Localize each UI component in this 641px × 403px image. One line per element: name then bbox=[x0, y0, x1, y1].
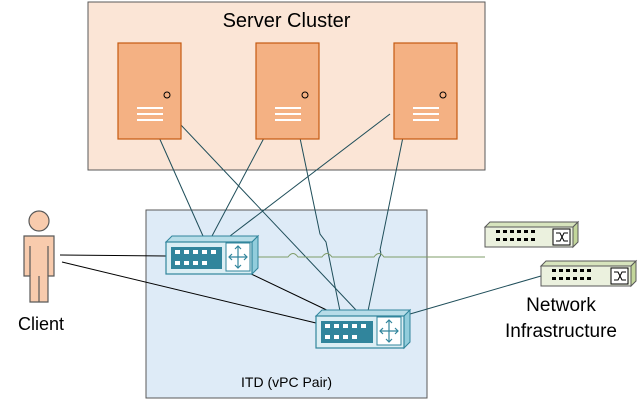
server-icon bbox=[117, 42, 182, 140]
link-server1-switch2 bbox=[179, 123, 357, 311]
server-cluster-title: Server Cluster bbox=[222, 10, 351, 32]
layer3-switch-icon bbox=[314, 308, 412, 350]
link-client-switch2 bbox=[61, 261, 317, 324]
layer3-switch-icon bbox=[164, 234, 260, 276]
link-switch1-switch2 bbox=[246, 271, 336, 315]
link-client-switch1 bbox=[59, 254, 167, 257]
network-infrastructure-label-line2: Infrastructure bbox=[505, 321, 617, 342]
link-server2-switch2 bbox=[299, 137, 341, 312]
itd-title: ITD (vPC Pair) bbox=[241, 374, 332, 390]
client-label: Client bbox=[17, 314, 65, 334]
link-switch2-infra2 bbox=[409, 275, 542, 315]
server-icon bbox=[393, 42, 458, 140]
network-switch-icon bbox=[483, 220, 580, 249]
links bbox=[59, 113, 542, 324]
network-infrastructure-label-line1: Network bbox=[526, 295, 596, 316]
link-server3-switch1 bbox=[229, 113, 391, 237]
link-server1-switch1 bbox=[157, 134, 204, 237]
link-server2-switch1 bbox=[211, 137, 265, 237]
person-icon bbox=[23, 210, 55, 303]
network-switch-icon bbox=[539, 259, 638, 288]
link-switch1-infra1 bbox=[258, 253, 485, 258]
server-icon bbox=[255, 42, 320, 140]
